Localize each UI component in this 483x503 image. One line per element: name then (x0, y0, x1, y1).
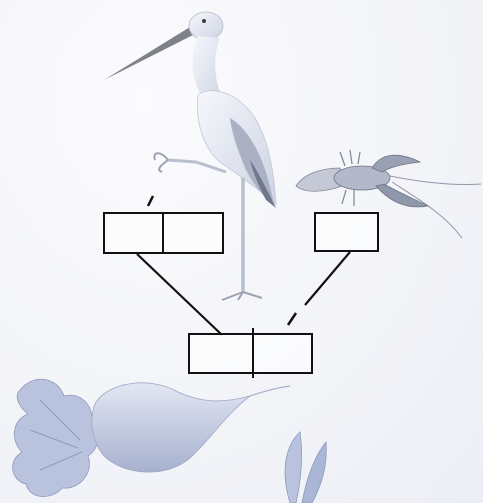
word-scheme (104, 196, 378, 378)
stork-leg-raised (168, 160, 226, 172)
connector-left (137, 254, 222, 335)
stork-beak (104, 27, 193, 80)
stress-mark-left (148, 196, 153, 206)
stork-head (189, 12, 223, 40)
stork-foot-raised (154, 153, 168, 172)
stork-eye (202, 19, 206, 23)
sprout-leaf-left (285, 432, 302, 503)
radish-tail-root (250, 386, 290, 396)
crayfish-claw-bottom (376, 184, 428, 207)
stork-illustration (104, 12, 276, 300)
radish-illustration (13, 379, 290, 496)
radish-leaves (13, 379, 99, 496)
scheme-box-right (315, 213, 378, 251)
stress-mark-bottom (288, 313, 296, 325)
stork-foot (222, 292, 262, 300)
radish-root (92, 383, 250, 472)
plant-sprout-illustration (285, 432, 326, 503)
sprout-leaf-right (302, 442, 326, 503)
crayfish-claw-top (372, 155, 420, 172)
crayfish-antenna-2 (392, 182, 462, 238)
scheme-box-bottom (189, 334, 312, 373)
crayfish-antenna (390, 176, 481, 185)
connector-right (305, 252, 350, 305)
